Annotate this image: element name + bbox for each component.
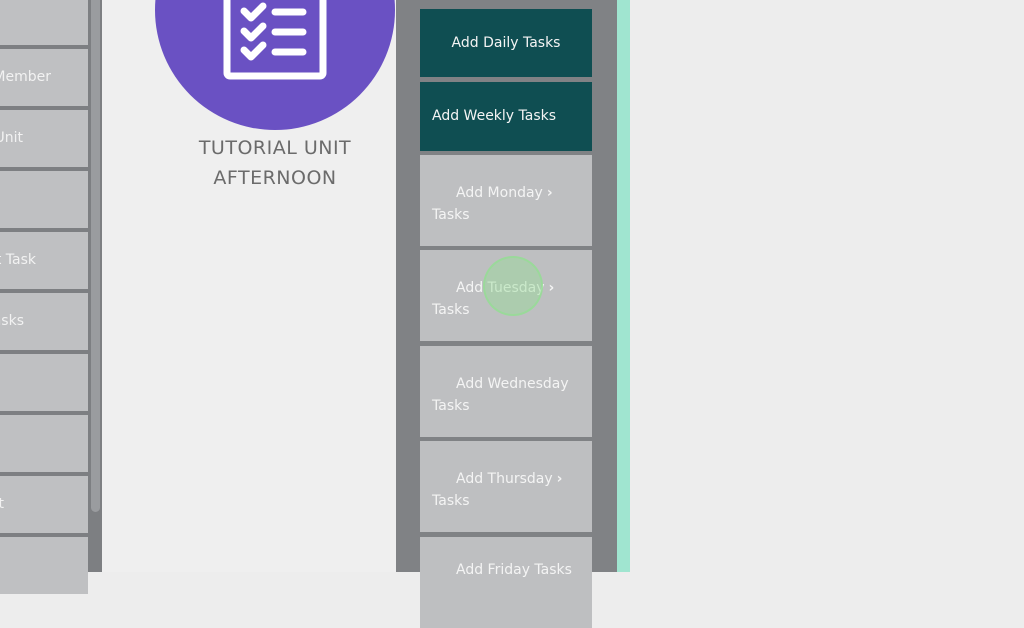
- button-label: Tasks: [432, 207, 470, 223]
- sidebar-item[interactable]: [0, 537, 88, 594]
- sidebar-item[interactable]: [0, 171, 88, 228]
- checklist-icon: [223, 0, 327, 80]
- button-label: Tasks: [432, 398, 470, 414]
- accent-stripe: [617, 0, 630, 572]
- sidebar-item-tasks[interactable]: asks: [0, 293, 88, 350]
- sidebar-item-unit[interactable]: Unit: [0, 110, 88, 167]
- chevron-right-icon: ›: [556, 471, 563, 487]
- scrollbar-thumb[interactable]: [91, 0, 100, 512]
- add-thursday-tasks-button[interactable]: Add Thursday› Tasks: [420, 441, 592, 532]
- sidebar-item-label: t: [0, 496, 4, 512]
- unit-title-line: TUTORIAL UNIT: [198, 137, 352, 159]
- button-label: Add Friday Tasks: [456, 562, 572, 578]
- sidebar-item[interactable]: [0, 354, 88, 411]
- add-weekly-tasks-button[interactable]: Add Weekly Tasks: [420, 82, 592, 151]
- unit-title-line: AFTERNOON: [213, 167, 337, 189]
- button-label: Tasks: [432, 302, 470, 318]
- button-label: Tasks: [432, 493, 470, 509]
- sidebar-item[interactable]: t: [0, 476, 88, 533]
- sidebar-item[interactable]: [0, 0, 88, 45]
- sidebar-item[interactable]: [0, 415, 88, 472]
- button-label: Add Wednesday: [456, 376, 569, 392]
- sidebar-item-label: asks: [0, 313, 24, 329]
- unit-avatar: [155, 0, 395, 130]
- sidebar-item-label: t Task: [0, 252, 36, 268]
- button-label: Add Monday: [456, 185, 543, 201]
- sidebar-item-label: Member: [0, 69, 51, 85]
- chevron-right-icon: ›: [548, 280, 555, 296]
- sidebar-item-task[interactable]: t Task: [0, 232, 88, 289]
- sidebar-item-member[interactable]: Member: [0, 49, 88, 106]
- button-label: Add Weekly Tasks: [432, 108, 557, 124]
- button-label: Add Daily Tasks: [451, 35, 561, 51]
- add-monday-tasks-button[interactable]: Add Monday› Tasks: [420, 155, 592, 246]
- chevron-right-icon: ›: [546, 185, 553, 201]
- add-friday-tasks-button[interactable]: Add Friday Tasks: [420, 537, 592, 628]
- sidebar: Member Unit t Task asks t: [0, 0, 88, 594]
- click-indicator: [483, 256, 543, 316]
- sidebar-item-label: Unit: [0, 130, 23, 146]
- button-label: Add Thursday: [456, 471, 553, 487]
- add-daily-tasks-button[interactable]: Add Daily Tasks: [420, 9, 592, 77]
- unit-title: TUTORIAL UNIT AFTERNOON: [160, 133, 390, 193]
